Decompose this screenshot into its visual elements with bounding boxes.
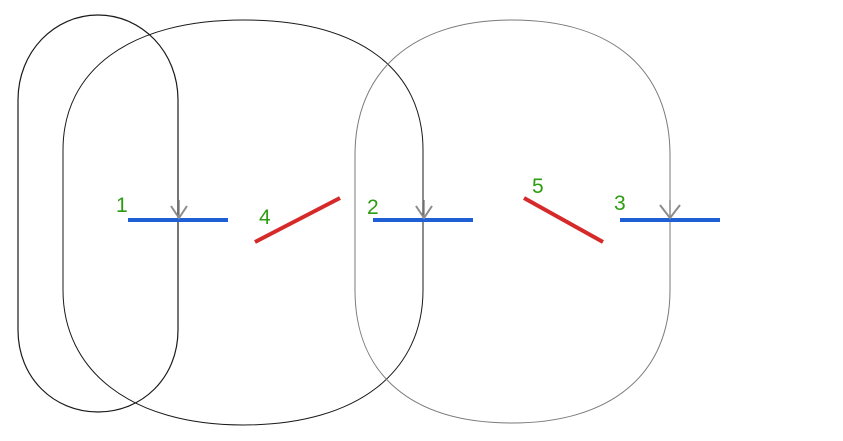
label-1: 1 [116, 194, 128, 217]
red-segment-5 [523, 196, 604, 244]
right-rounded-loop [354, 19, 671, 424]
chevron-down-icon [415, 200, 433, 220]
chevron-down-icon [659, 200, 681, 220]
label-4: 4 [259, 206, 271, 229]
large-rounded-loop [62, 19, 424, 426]
red-segment-4 [254, 196, 341, 244]
chevron-down-icon [170, 200, 188, 220]
label-3: 3 [614, 192, 626, 215]
label-2: 2 [367, 196, 379, 219]
label-5: 5 [532, 175, 544, 198]
left-pill-loop [17, 14, 179, 413]
